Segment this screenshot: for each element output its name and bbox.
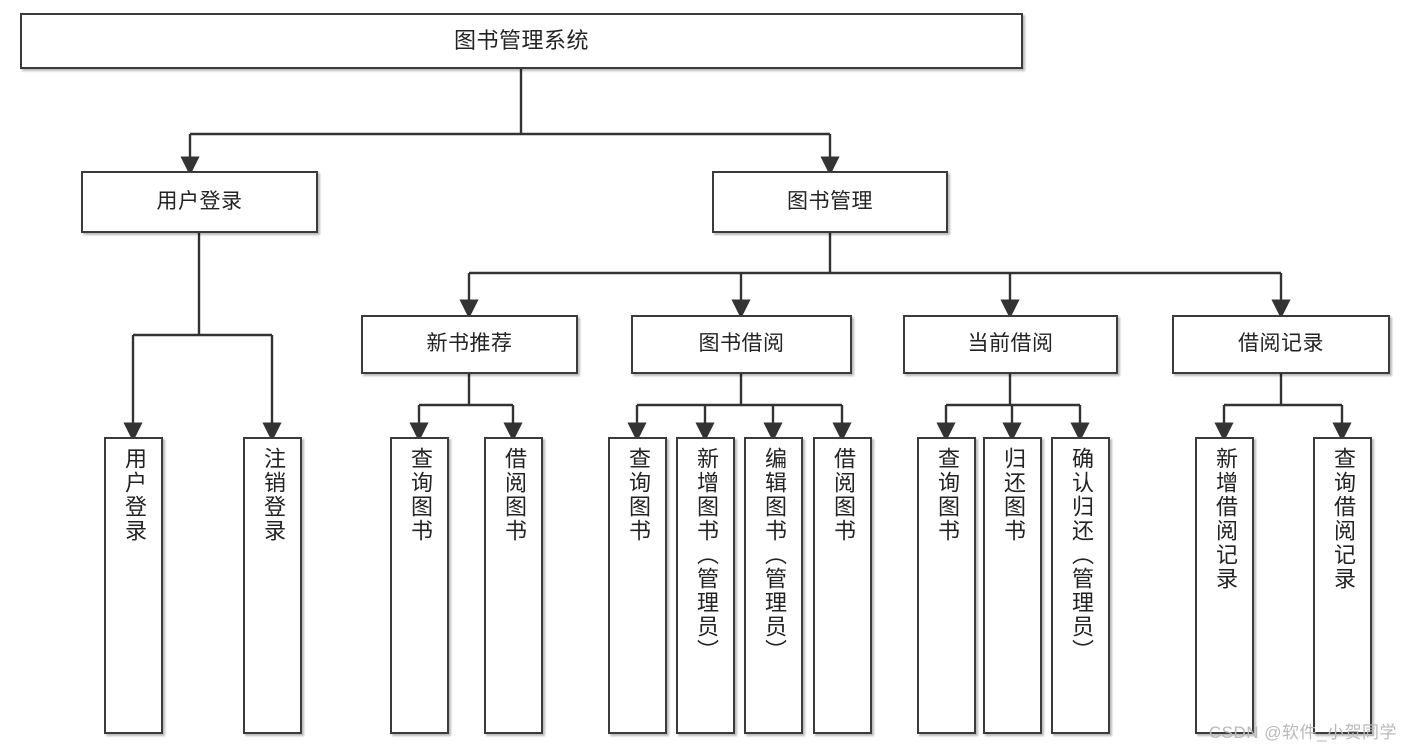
leaf-borrow-book-newbook[interactable]: 借阅图书 xyxy=(484,437,543,734)
node-label: 查询图书 xyxy=(934,447,960,543)
leaf-borrow-book[interactable]: 借阅图书 xyxy=(813,437,872,734)
node-new-book-recommend[interactable]: 新书推荐 xyxy=(361,315,578,374)
leaf-edit-book-admin[interactable]: 编辑图书（管理员） xyxy=(744,437,803,734)
leaf-user-login[interactable]: 用户登录 xyxy=(104,437,163,734)
leaf-query-book-newbook[interactable]: 查询图书 xyxy=(390,437,449,734)
node-label: 确认归还（管理员） xyxy=(1068,447,1094,663)
node-label: 注销登录 xyxy=(260,447,286,543)
node-label: 借阅图书 xyxy=(501,447,527,543)
csdn-watermark: CSDN @软件_小贺同学 xyxy=(1208,723,1397,742)
node-label: 图书借阅 xyxy=(698,332,785,356)
node-borrow-record[interactable]: 借阅记录 xyxy=(1172,315,1390,374)
node-current-borrow[interactable]: 当前借阅 xyxy=(903,315,1118,374)
node-label: 用户登录 xyxy=(156,189,243,213)
node-label: 图书管理 xyxy=(787,189,873,213)
leaf-add-borrow-record[interactable]: 新增借阅记录 xyxy=(1195,437,1254,734)
node-label: 借阅图书 xyxy=(830,447,856,543)
node-label: 查询借阅记录 xyxy=(1330,447,1356,591)
leaf-query-borrow-record[interactable]: 查询借阅记录 xyxy=(1313,437,1372,734)
node-label: 归还图书 xyxy=(1000,447,1026,543)
leaf-query-book-borrow[interactable]: 查询图书 xyxy=(608,437,667,734)
node-label: 新增图书（管理员） xyxy=(693,447,719,663)
node-label: 查询图书 xyxy=(625,447,651,543)
node-label: 新书推荐 xyxy=(426,332,513,356)
leaf-query-book-current[interactable]: 查询图书 xyxy=(917,437,976,734)
node-label: 新增借阅记录 xyxy=(1212,447,1238,591)
node-label: 用户登录 xyxy=(121,447,147,543)
leaf-add-book-admin[interactable]: 新增图书（管理员） xyxy=(676,437,735,734)
node-label: 当前借阅 xyxy=(967,332,1054,356)
leaf-confirm-return-admin[interactable]: 确认归还（管理员） xyxy=(1051,437,1110,734)
leaf-return-book[interactable]: 归还图书 xyxy=(983,437,1042,734)
node-book-management[interactable]: 图书管理 xyxy=(712,171,948,233)
node-label: 图书管理系统 xyxy=(453,28,589,54)
node-root-book-management-system[interactable]: 图书管理系统 xyxy=(20,13,1023,69)
leaf-logout-login[interactable]: 注销登录 xyxy=(243,437,302,734)
node-book-borrow[interactable]: 图书借阅 xyxy=(631,315,852,374)
node-label: 借阅记录 xyxy=(1238,332,1324,356)
node-label: 查询图书 xyxy=(407,447,433,543)
node-user-login[interactable]: 用户登录 xyxy=(81,171,318,233)
node-label: 编辑图书（管理员） xyxy=(761,447,787,663)
